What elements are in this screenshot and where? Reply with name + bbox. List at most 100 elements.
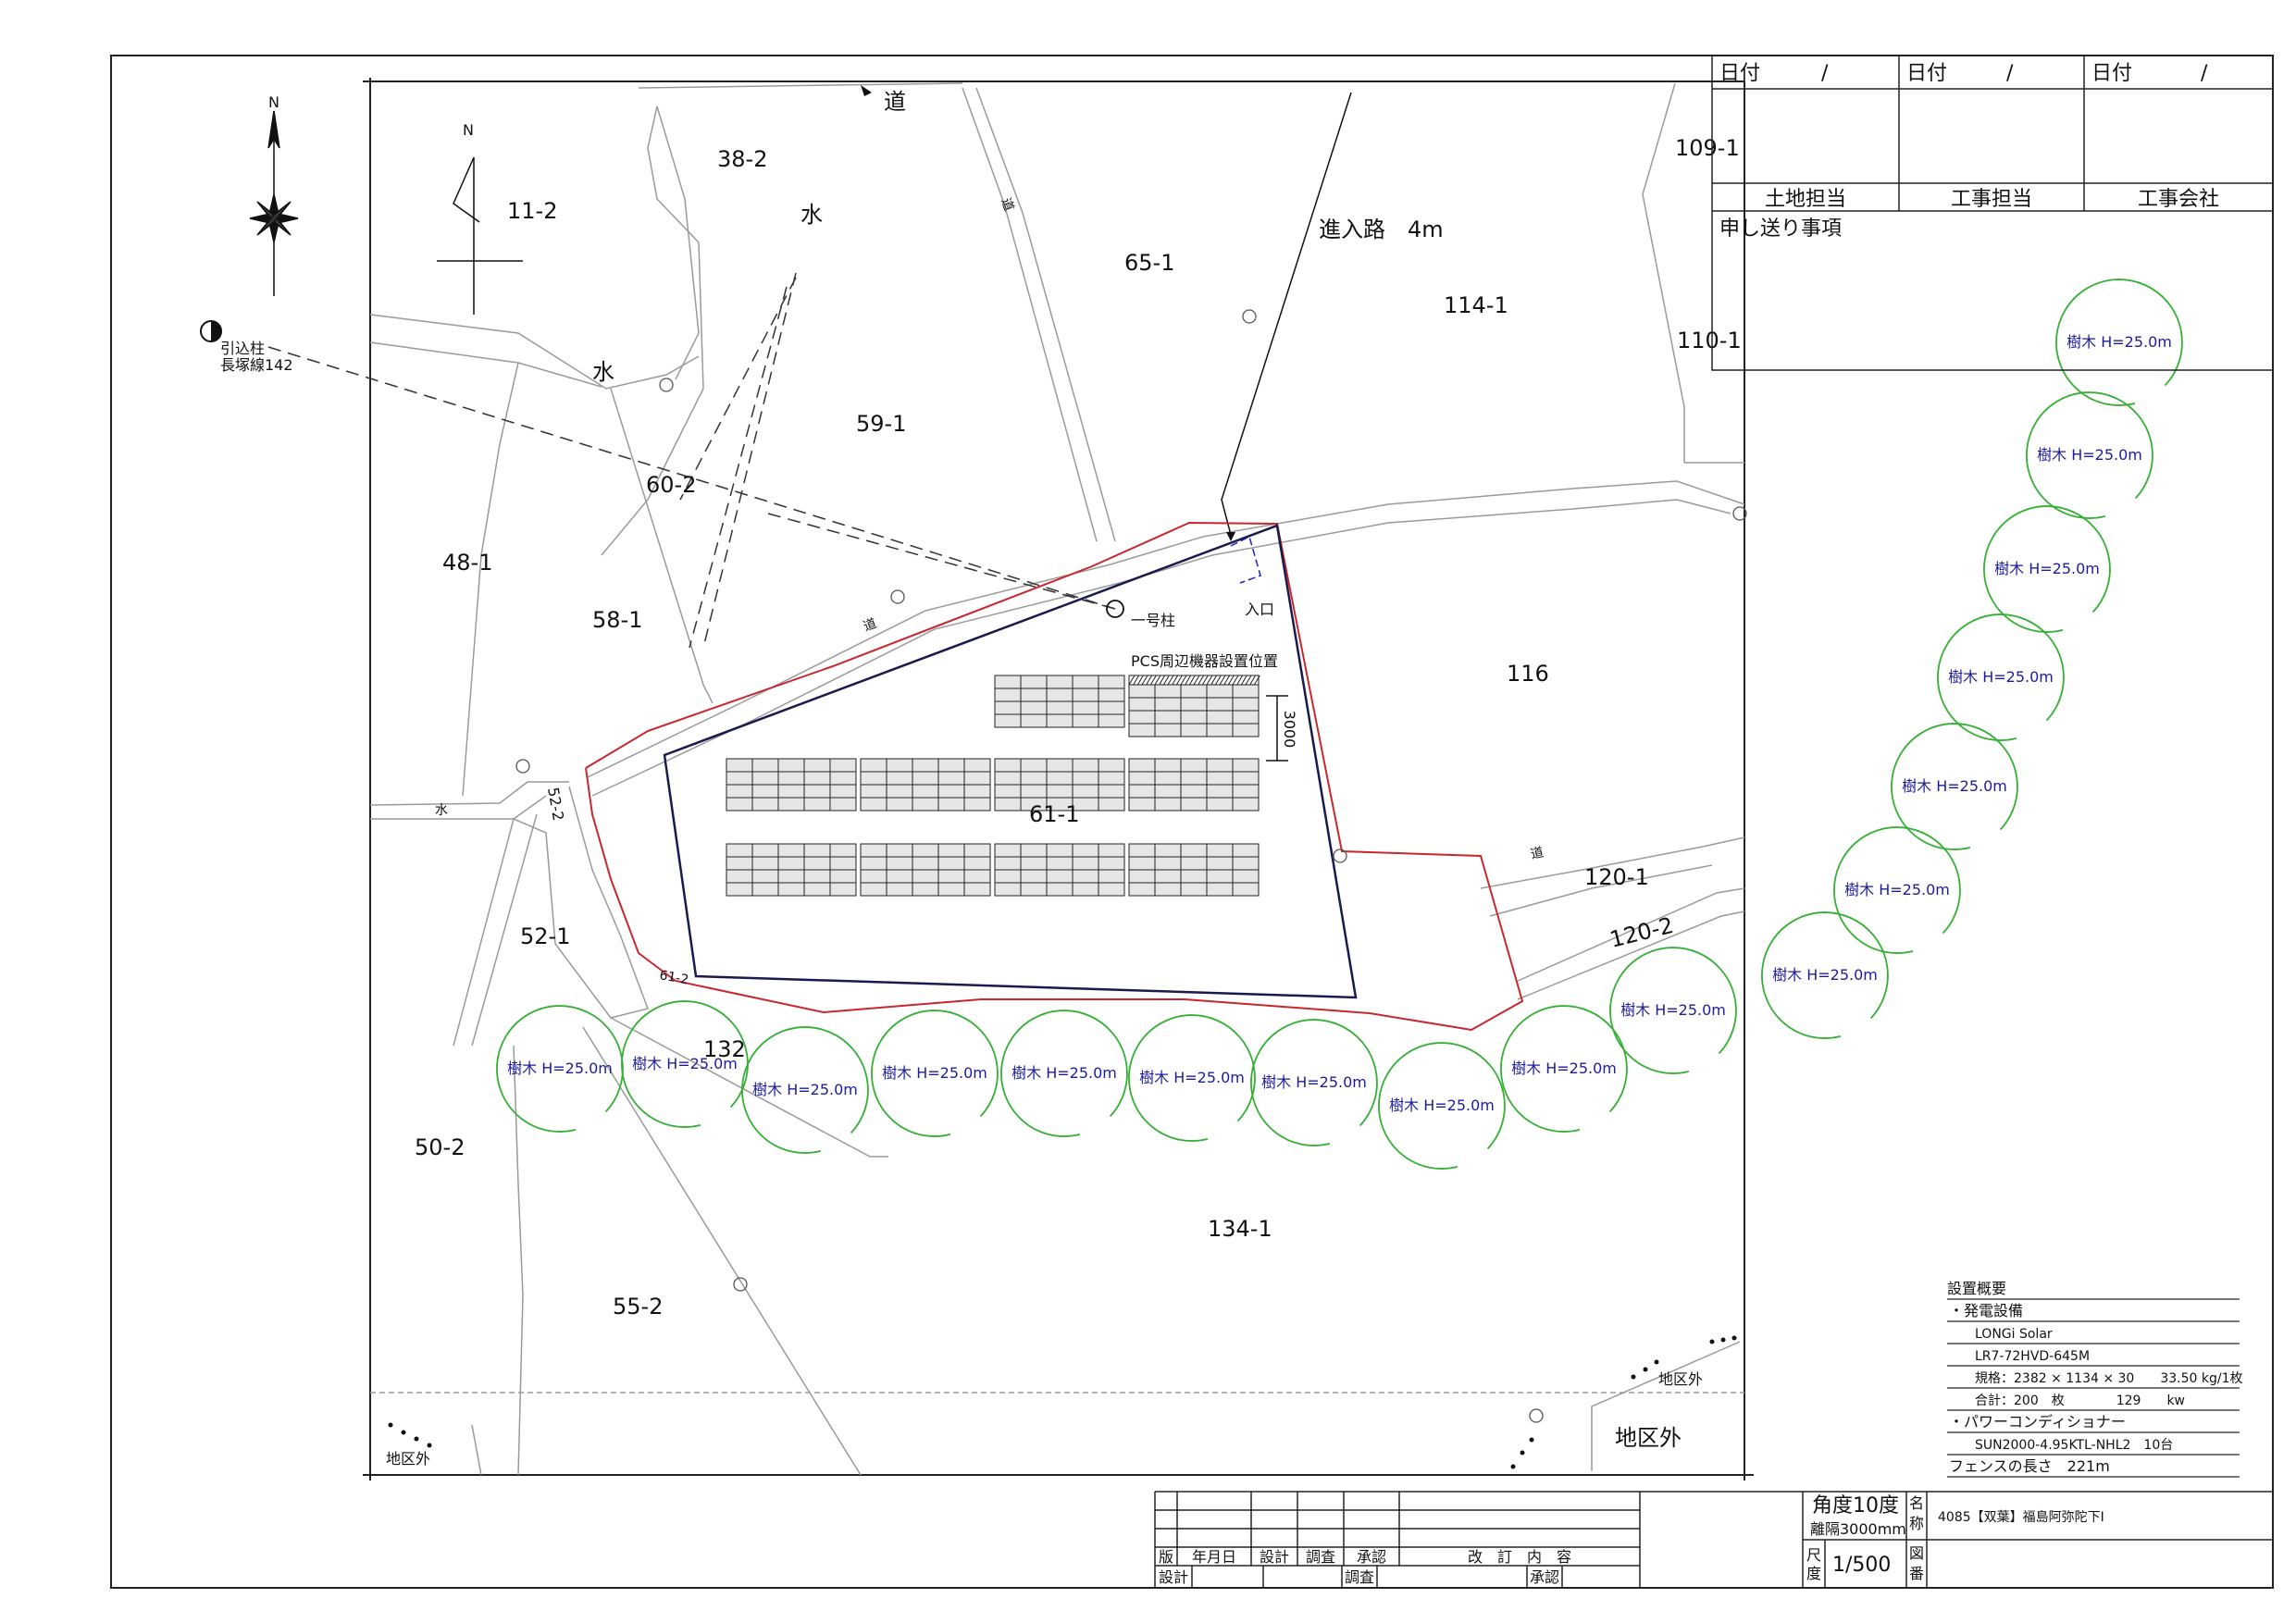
solar-panel: [1154, 697, 1182, 712]
solar-panel: [726, 797, 753, 812]
date-sep-2: /: [2006, 62, 2014, 85]
solar-panel: [1206, 684, 1234, 699]
solar-panel: [1072, 758, 1099, 773]
solar-panel: [994, 869, 1022, 884]
solar-panel: [1154, 784, 1182, 799]
pull-pole-label-2: 長塚線142: [220, 356, 293, 374]
rev-header-approve: 承認: [1357, 1548, 1386, 1566]
solar-panel: [726, 856, 753, 871]
tree-label: 樹木 H=25.0m: [1902, 777, 2007, 795]
solar-panel: [1020, 784, 1048, 799]
rev-header-date: 年月日: [1192, 1548, 1236, 1566]
tree-label: 樹木 H=25.0m: [1994, 560, 2100, 577]
solar-panel: [1046, 675, 1074, 689]
solar-panel: [937, 856, 965, 871]
solar-panel: [751, 771, 779, 786]
solar-panel: [1072, 713, 1099, 728]
solar-panel: [860, 843, 887, 858]
rev-header-content: 改 訂 内 容: [1468, 1548, 1571, 1566]
north-compass-icon: [249, 110, 299, 296]
summary-pcs-header: ・パワーコンディショナー: [1949, 1413, 2126, 1431]
solar-panel: [1128, 710, 1156, 725]
solar-panel: [1072, 869, 1099, 884]
solar-panel: [937, 758, 965, 773]
solar-panel: [1180, 771, 1208, 786]
tree-label: 樹木 H=25.0m: [1948, 668, 2054, 686]
solar-panel: [726, 882, 753, 897]
tree-circle: [2055, 279, 2183, 406]
parcel-label: 59-1: [856, 411, 906, 437]
water-label-upper: 水: [800, 202, 823, 228]
water-label-road: 水: [435, 803, 448, 818]
tree-label: 樹木 H=25.0m: [752, 1081, 858, 1098]
solar-panel: [994, 882, 1022, 897]
parcel-label: 65-1: [1124, 250, 1174, 276]
solar-panel: [912, 882, 939, 897]
solar-panel: [1232, 882, 1260, 897]
solar-panel: [777, 758, 805, 773]
rev-header-design: 設計: [1260, 1548, 1289, 1566]
role-contractor: 工事会社: [2138, 188, 2219, 211]
solar-panel: [751, 797, 779, 812]
solar-panel: [777, 843, 805, 858]
tree-circle: [1983, 505, 2111, 633]
solar-panel: [803, 784, 831, 799]
solar-panel: [994, 675, 1022, 689]
solar-panel: [860, 771, 887, 786]
solar-panel: [751, 784, 779, 799]
solar-panel: [1046, 758, 1074, 773]
solar-panel: [777, 797, 805, 812]
map-frame: [363, 78, 1754, 1481]
tree-label: 樹木 H=25.0m: [1772, 966, 1878, 984]
solar-panel: [1206, 843, 1234, 858]
solar-panel: [860, 784, 887, 799]
solar-panel: [1098, 869, 1125, 884]
solar-panel: [860, 797, 887, 812]
summary-pcs-model: SUN2000-4.95KTL-NHL2 10台: [1975, 1438, 2173, 1453]
solar-panel: [1046, 784, 1074, 799]
solar-panel: [777, 882, 805, 897]
solar-panel: [1072, 688, 1099, 702]
road-label-small-2: 道: [862, 616, 879, 635]
date-label-1: 日付: [1719, 62, 1760, 85]
summary-maker: LONGi Solar: [1975, 1327, 2053, 1342]
role-land: 土地担当: [1765, 188, 1846, 211]
summary-gen-header: ・発電設備: [1949, 1302, 2023, 1319]
solar-panel: [1232, 697, 1260, 712]
role-construction: 工事担当: [1951, 188, 2032, 211]
solar-panel: [1154, 710, 1182, 725]
solar-panel: [1046, 700, 1074, 715]
tree-circle: [1761, 911, 1889, 1039]
solar-panel: [1232, 771, 1260, 786]
solar-panel: [1098, 797, 1125, 812]
site-boundary: [585, 521, 1524, 1032]
solar-panel: [912, 758, 939, 773]
north-arrow-label: N: [463, 121, 474, 139]
parcel-label: 58-1: [592, 607, 642, 633]
solar-panel: [1206, 697, 1234, 712]
solar-panel: [1020, 869, 1048, 884]
solar-panel: [1154, 797, 1182, 812]
parcel-label: 109-1: [1675, 135, 1740, 161]
solar-panel: [994, 713, 1022, 728]
solar-panel: [912, 797, 939, 812]
solar-panel: [860, 869, 887, 884]
solar-panel: [912, 784, 939, 799]
solar-panel: [829, 869, 857, 884]
solar-panel: [1098, 856, 1125, 871]
drawing-name: 4085【双葉】福島阿弥陀下Ⅰ: [1938, 1509, 2104, 1525]
solar-panel: [963, 843, 991, 858]
solar-panel: [829, 882, 857, 897]
solar-panel: [1072, 700, 1099, 715]
entrance-label: 入口: [1245, 601, 1274, 618]
solar-panel: [1154, 882, 1182, 897]
parcel-label: 116: [1507, 661, 1549, 687]
summary-title: 設置概要: [1947, 1280, 2006, 1297]
parcel-label: 55-2: [613, 1294, 663, 1319]
solar-panel: [963, 869, 991, 884]
parcel-label: 114-1: [1444, 292, 1508, 318]
solar-panel: [726, 869, 753, 884]
solar-panel: [1180, 684, 1208, 699]
solar-panel: [860, 882, 887, 897]
solar-panel: [1154, 843, 1182, 858]
